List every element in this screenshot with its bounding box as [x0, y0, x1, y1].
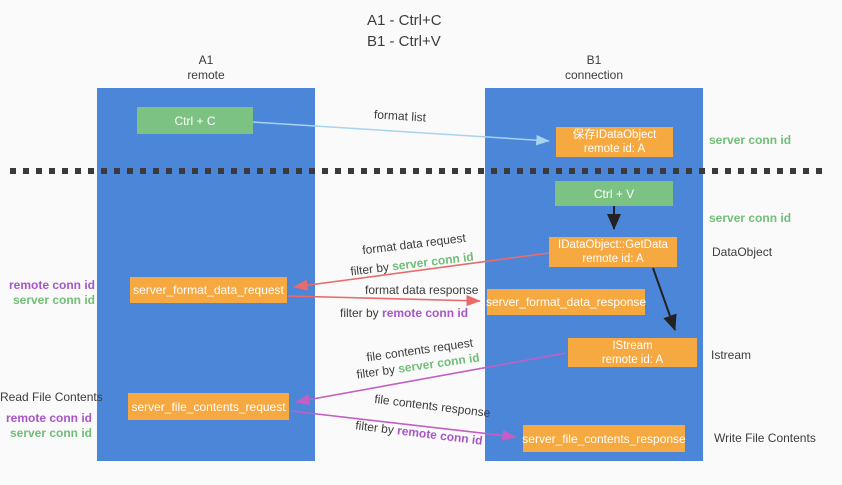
- node-ctrl-v: Ctrl + V: [555, 181, 673, 206]
- right-dataobject-label: DataObject: [712, 245, 773, 259]
- file-contents-request-arrow: [295, 352, 567, 406]
- node-istream-line2: remote id: A: [601, 353, 664, 366]
- right-server-conn-id-mid: server conn id: [709, 211, 792, 225]
- node-server-file-contents-request-label: server_file_contents_request: [131, 399, 286, 414]
- title-line-ctrl-v: B1 - Ctrl+V: [367, 33, 441, 50]
- node-server-format-data-request-label: server_format_data_request: [133, 283, 284, 297]
- lifeline-a1-name: A1: [198, 53, 214, 67]
- lifeline-a1-subtitle: remote: [187, 68, 225, 82]
- node-save-idataobject: 保存IDataObject remote id: A: [556, 127, 673, 157]
- node-idataobject-getdata-line1: IDataObject::GetData: [558, 239, 668, 251]
- format-data-request-arrow: [293, 252, 550, 291]
- node-idataobject-getdata-line2: remote id: A: [582, 253, 644, 265]
- right-write-file-contents-label: Write File Contents: [714, 431, 816, 445]
- diagram-title: A1 - Ctrl+C B1 - Ctrl+V: [367, 10, 442, 52]
- node-ctrl-v-label: Ctrl + V: [593, 186, 635, 201]
- label-filter-by-remote-conn-id-format: filter by remote conn id: [340, 306, 468, 320]
- node-server-file-contents-response: server_file_contents_response: [522, 425, 686, 452]
- node-save-idataobject-line1: 保存IDataObject: [572, 129, 657, 141]
- filter-by-text: filter by: [340, 306, 379, 320]
- format-list-arrow: [252, 121, 550, 146]
- format-data-response-arrow: [287, 295, 481, 307]
- node-istream-line1: IStream: [612, 339, 653, 352]
- getdata-to-istream-arrow: [652, 267, 677, 331]
- right-istream-label: Istream: [711, 348, 752, 362]
- left-read-file-contents-label: Read File Contents: [0, 390, 103, 404]
- left-remote-conn-id-top: remote conn id: [8, 278, 95, 292]
- phase-separator-dotted-line: [10, 168, 822, 174]
- node-istream: IStream remote id: A: [568, 338, 697, 367]
- node-server-file-contents-request: server_file_contents_request: [128, 393, 289, 420]
- node-server-file-contents-response-label: server_file_contents_response: [522, 431, 686, 446]
- node-server-format-data-response-label: server_format_data_response: [485, 295, 647, 309]
- lifeline-header-b1: B1 connection: [534, 53, 654, 83]
- right-server-conn-id-top: server conn id: [709, 133, 792, 147]
- node-server-format-data-response: server_format_data_response: [485, 289, 647, 315]
- file-contents-response-arrow: [290, 410, 517, 442]
- lifeline-b1-subtitle: connection: [564, 68, 624, 82]
- remote-conn-id-text: remote conn id: [382, 306, 469, 320]
- lifeline-header-a1: A1 remote: [146, 53, 266, 83]
- lifeline-b1-name: B1: [586, 53, 602, 67]
- node-ctrl-c: Ctrl + C: [137, 107, 253, 134]
- left-remote-conn-id-bottom: remote conn id: [5, 411, 92, 425]
- node-server-format-data-request: server_format_data_request: [130, 277, 287, 303]
- label-format-data-response: format data response: [365, 283, 479, 297]
- node-ctrl-c-label: Ctrl + C: [174, 113, 216, 128]
- title-line-ctrl-c: A1 - Ctrl+C: [367, 12, 442, 29]
- left-server-conn-id-top: server conn id: [12, 293, 95, 307]
- left-server-conn-id-bottom: server conn id: [9, 426, 92, 440]
- node-idataobject-getdata: IDataObject::GetData remote id: A: [549, 237, 677, 267]
- node-save-idataobject-line2: remote id: A: [583, 143, 646, 155]
